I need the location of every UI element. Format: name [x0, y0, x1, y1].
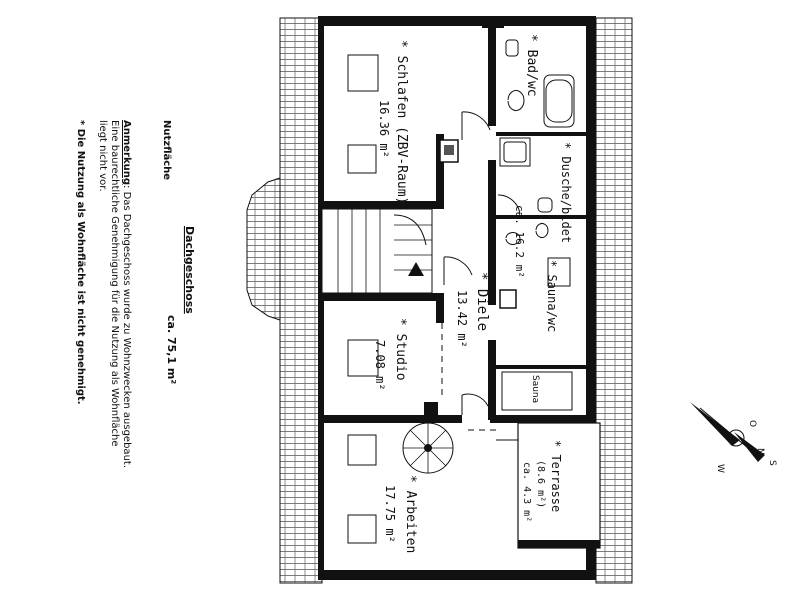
room-area-studio: 7.08 m² — [373, 340, 387, 391]
spiral-stair — [402, 402, 454, 474]
skylights — [347, 54, 573, 544]
terrace — [517, 422, 601, 549]
remark-line-2: Eine baurechtliche Genehmigung für die N… — [109, 120, 120, 447]
room-area-terrasse-alt: ca. 4.3 m² — [521, 462, 532, 522]
room-label-studio: * Studio — [393, 318, 408, 381]
room-label-sauna: * Sauna/wc — [545, 260, 559, 332]
plan-title: Dachgeschoss — [183, 226, 196, 314]
interior-walls — [322, 16, 596, 423]
dashed-lines — [441, 323, 500, 431]
remark-line-1: Anmerkung: Das Dachgeschoss wurde zu Woh… — [121, 120, 132, 468]
room-label-bad: * Bad/wc — [524, 34, 539, 97]
room-label-terrasse: * Terrasse — [549, 440, 563, 512]
compass-n: N — [755, 448, 765, 455]
room-label-schlafen: * Schlafen (ZBV-Raum) — [394, 40, 409, 204]
room-area-terrasse: (8.6 m²) — [535, 460, 546, 508]
room-label-sauna-cabin: Sauna — [530, 375, 540, 403]
roof-left — [246, 17, 323, 584]
bathroom-fixtures — [499, 39, 575, 411]
room-labels: * Schlafen (ZBV-Raum) 16.36 m² * Bad/wc … — [373, 34, 573, 553]
straight-stair — [321, 208, 433, 294]
plan-subtitle: Nutzfläche — [161, 120, 172, 180]
compass-rose: O S W N — [690, 402, 777, 473]
room-area-arbeiten: 17.75 m² — [383, 485, 397, 543]
compass-south: S — [767, 460, 777, 466]
room-area-schlafen: 16.36 m² — [377, 100, 391, 158]
outer-walls — [318, 16, 596, 580]
remark-line-4: * Die Nutzung als Wohnfläche ist nicht g… — [75, 120, 86, 405]
room-label-dusche: * Dusche/bidet — [559, 142, 573, 243]
chimney — [439, 139, 517, 309]
doors — [443, 111, 521, 441]
room-label-arbeiten: * Arbeiten — [403, 475, 418, 553]
compass-west: W — [715, 464, 725, 473]
plan-notes: Dachgeschoss ca. 75,1 m² Nutzfläche Anme… — [75, 120, 196, 468]
plan-total-area: ca. 75,1 m² — [165, 315, 178, 384]
room-label-diele: * Diele — [474, 272, 490, 331]
compass-north: O — [747, 420, 757, 427]
roof-right — [595, 17, 633, 584]
remark-line-3: liegt nicht vor. — [97, 120, 108, 192]
room-area-diele: 13.42 m² — [455, 290, 469, 348]
room-area-dusche: ca. 16.2 m² — [513, 205, 526, 278]
